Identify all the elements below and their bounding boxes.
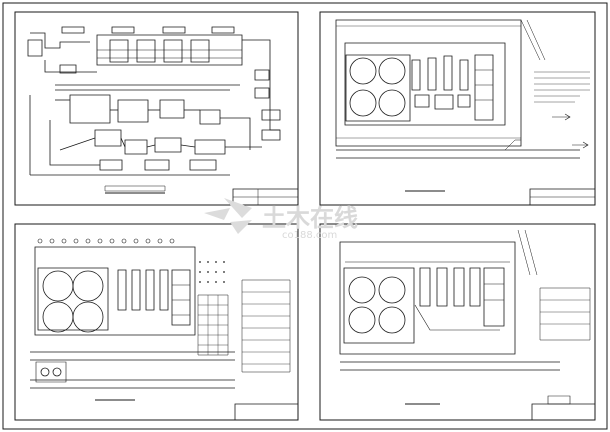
panel-pipeline-plan	[320, 224, 595, 420]
title-block	[235, 404, 298, 420]
panel-frame	[15, 12, 298, 205]
panel-site-plan	[320, 12, 595, 205]
sheet-border	[3, 3, 607, 429]
dotted-field	[199, 261, 225, 283]
tree-row	[38, 239, 174, 243]
panel-flow-diagram	[15, 12, 298, 205]
panel-frame	[320, 12, 595, 205]
panel-general-layout	[15, 224, 298, 420]
watermark-brand: 土木在线	[262, 204, 358, 232]
panel-frame	[15, 224, 298, 420]
watermark-logo-icon	[204, 198, 252, 234]
watermark-site: co188.com	[282, 230, 337, 241]
watermark: 土木在线 co188.com	[204, 198, 358, 241]
title-block	[532, 404, 595, 420]
panel-frame	[320, 224, 595, 420]
